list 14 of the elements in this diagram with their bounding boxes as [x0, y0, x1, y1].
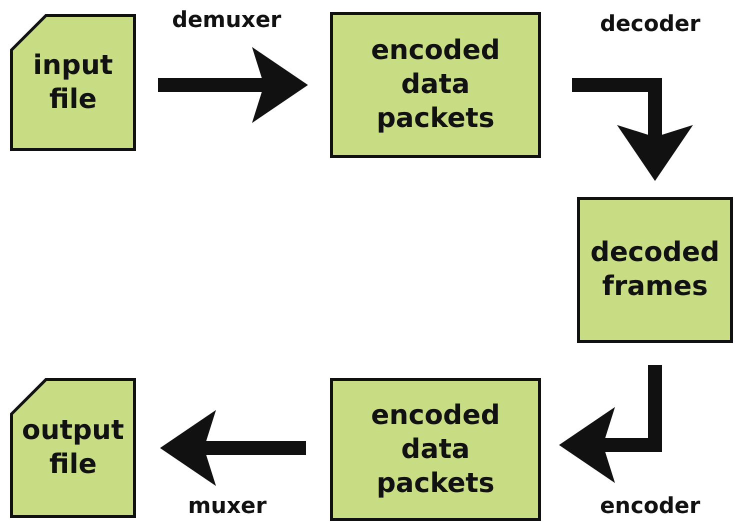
file-shape: [10, 14, 136, 151]
node-label: decoded frames: [589, 236, 721, 304]
node-label: input file: [32, 48, 114, 116]
file-shape: [10, 378, 136, 518]
process-box: [330, 12, 541, 158]
process-box: [577, 197, 733, 343]
node-label: encoded data packets: [370, 398, 502, 500]
node-label: output file: [20, 414, 126, 482]
node-label: encoded data packets: [370, 34, 502, 136]
arrow: [158, 47, 308, 123]
arrow: [559, 365, 662, 483]
arrow: [572, 78, 693, 181]
process-box: [330, 378, 541, 521]
arrow: [160, 410, 306, 486]
